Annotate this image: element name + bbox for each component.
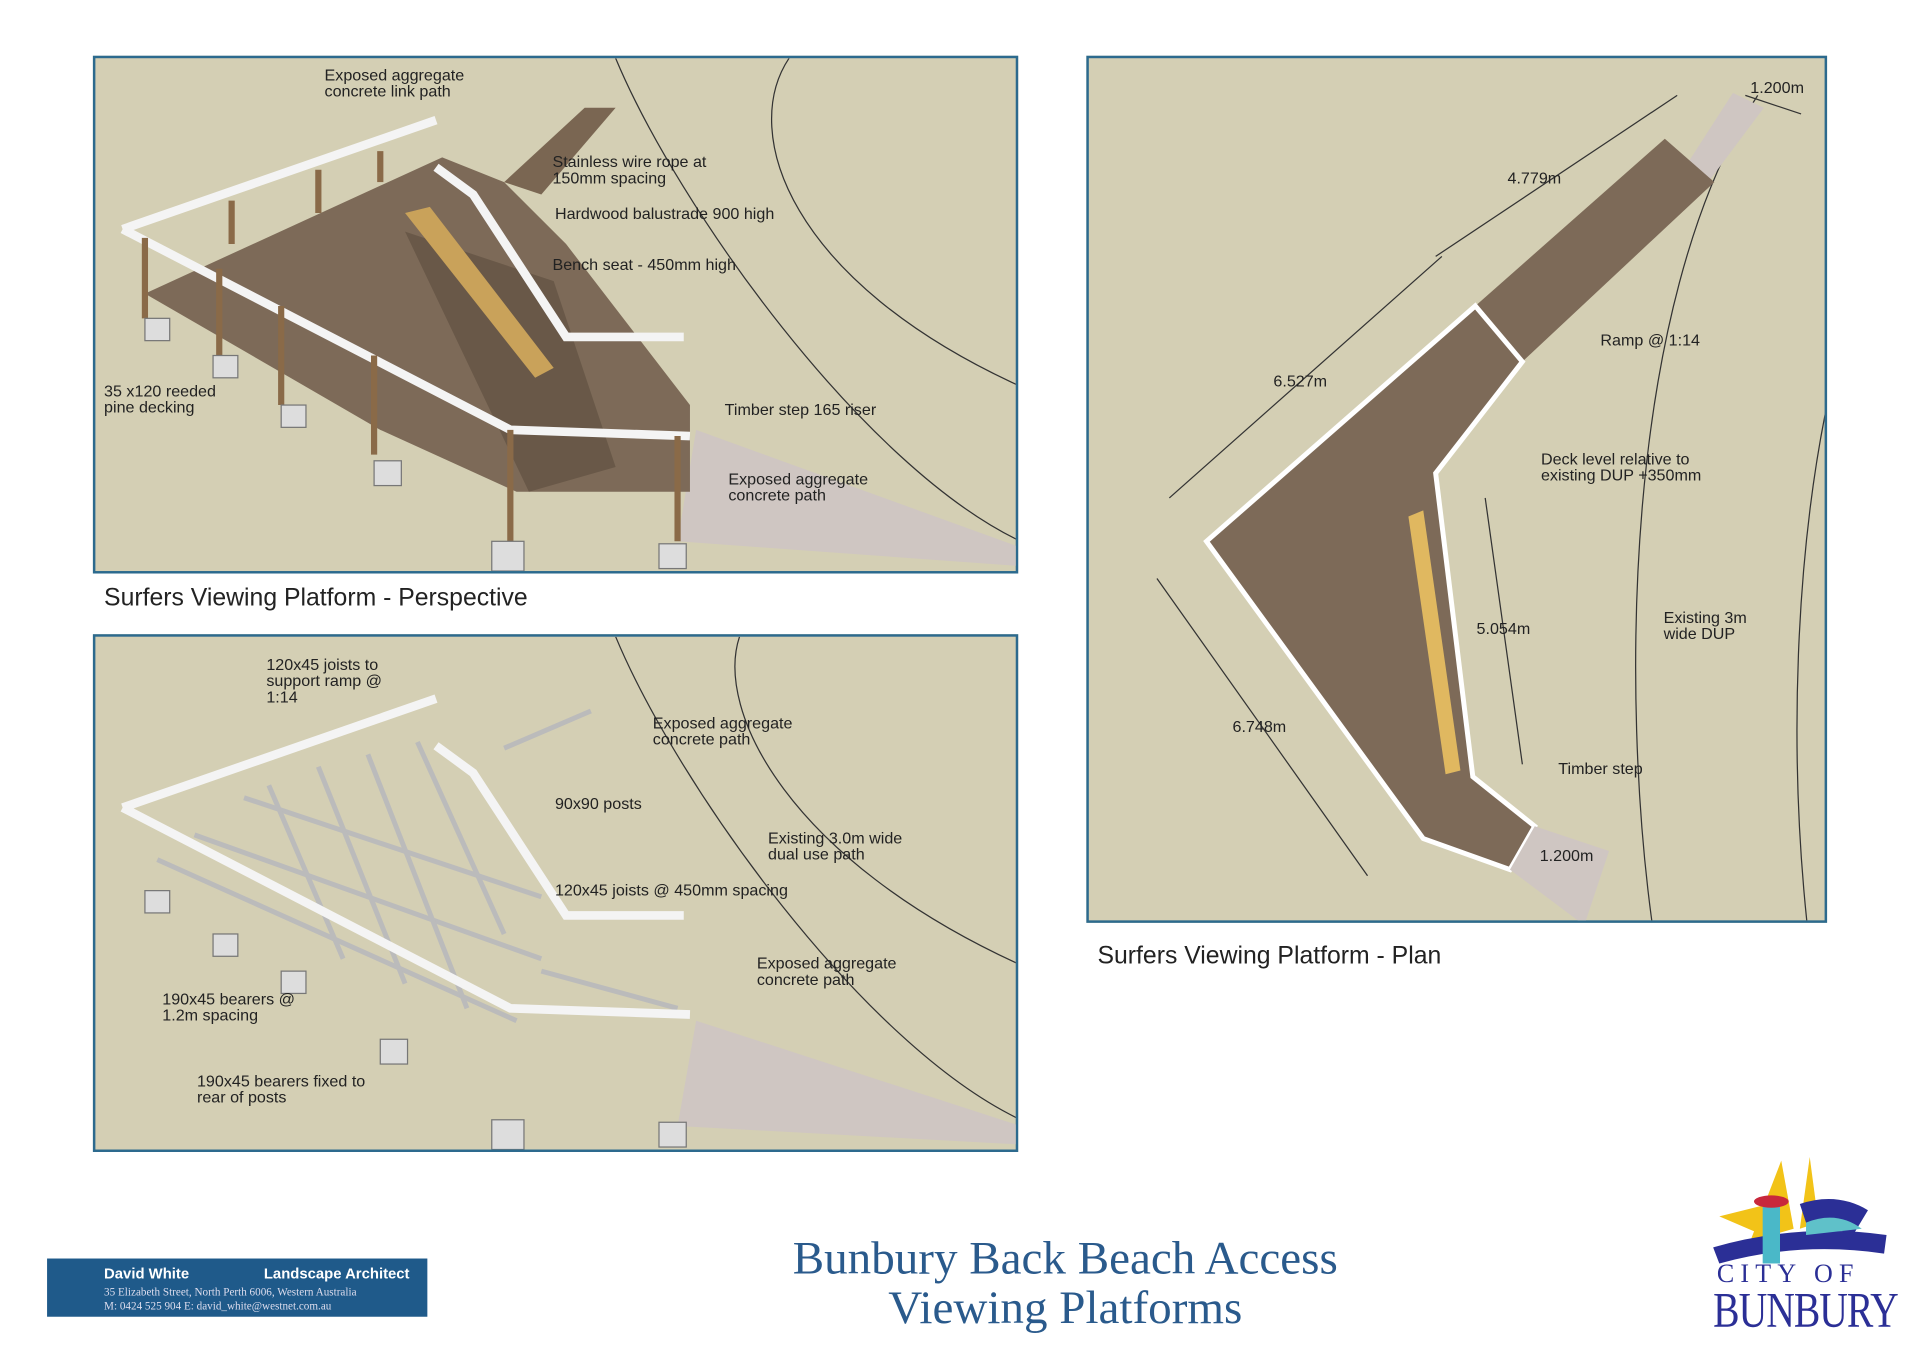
label-timber-step: Timber step 165 riser: [724, 400, 877, 419]
label-existing-dup: Existing 3m wide DUP: [1663, 608, 1747, 643]
label-deck-level: Deck level relative to existing DUP +350…: [1540, 449, 1702, 485]
architect-role: Landscape Architect: [263, 1264, 410, 1283]
label-joists: 120x45 joists @ 450mm spacing: [554, 880, 788, 900]
plan-panel: [1086, 55, 1828, 923]
label-bench-seat: Bench seat - 450mm high: [552, 255, 736, 274]
architect-contact: M: 0424 525 904 E: david_white@westnet.c…: [104, 1299, 332, 1312]
label-dual-use-path: Existing 3.0m wide dual use path: [767, 828, 903, 864]
label-ramp-grade: Ramp @ 1:14: [1600, 330, 1700, 350]
structure-panel: [92, 634, 1019, 1152]
architect-address: 35 Elizabeth Street, North Perth 6006, W…: [104, 1285, 357, 1299]
structure-drawing: [120, 636, 1016, 1150]
title-line-1: Bunbury Back Beach Access: [792, 1232, 1338, 1285]
dim-path-width: 1.200m: [1539, 846, 1594, 865]
caption-perspective: Surfers Viewing Platform - Perspective: [104, 584, 528, 612]
logo-city-of: CITY OF: [1716, 1258, 1860, 1289]
label-decking: 35 x120 reeded pine decking: [104, 381, 216, 417]
caption-plan: Surfers Viewing Platform - Plan: [1097, 942, 1442, 970]
lighthouse-bird-icon: [1713, 1156, 1887, 1264]
label-concrete-path: Exposed aggregate concrete path: [728, 469, 869, 505]
label-bearers: 190x45 bearers @ 1.2m spacing: [162, 989, 296, 1025]
label-balustrade: Hardwood balustrade 900 high: [554, 204, 775, 223]
dim-ramp-top-width: 1.200m: [1750, 78, 1805, 97]
label-plan-timber-step: Timber step: [1558, 759, 1643, 778]
dim-deck-upper: 6.527m: [1273, 371, 1328, 391]
architect-name: David White: [104, 1264, 190, 1283]
label-bearers-fixed: 190x45 bearers fixed to rear of posts: [196, 1071, 366, 1107]
label-concrete-path-top: Exposed aggregate concrete path: [652, 713, 793, 749]
label-link-path: Exposed aggregate concrete link path: [324, 65, 465, 101]
label-posts: 90x90 posts: [554, 794, 642, 813]
label-wire-rope: Stainless wire rope at 150mm spacing: [552, 152, 707, 188]
logo-bunbury: BUNBURY: [1713, 1282, 1899, 1338]
label-concrete-path-bottom: Exposed aggregate concrete path: [756, 953, 897, 989]
dim-bench: 5.054m: [1476, 619, 1531, 638]
plan-drawing: [1156, 92, 1825, 921]
dim-deck-lower: 6.748m: [1232, 717, 1287, 736]
perspective-drawing: [120, 58, 1016, 572]
title-line-2: Viewing Platforms: [888, 1282, 1243, 1335]
label-ramp-joists: 120x45 joists to support ramp @ 1:14: [266, 655, 383, 707]
perspective-panel: [92, 55, 1019, 574]
architect-block: David White Landscape Architect 35 Eliza…: [47, 1258, 428, 1317]
dim-ramp-length: 4.779m: [1507, 168, 1562, 188]
city-logo: CITY OF BUNBURY: [1713, 1154, 1899, 1340]
